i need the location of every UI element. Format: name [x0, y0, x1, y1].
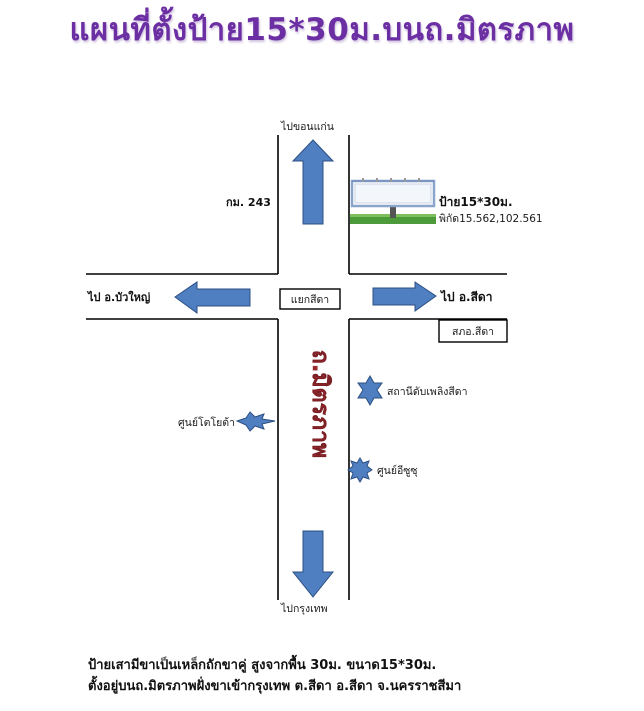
intersection-label-box [279, 288, 341, 310]
label-coordinates: พิกัด15.562,102.561 [439, 213, 543, 225]
police-station-box [438, 319, 508, 343]
label-to-sida: ไป อ.สีดา [439, 289, 492, 304]
arrow-left-icon [174, 281, 251, 314]
arrow-right-icon [372, 281, 437, 312]
label-to-khon-kaen: ไปขอนแก่น [280, 120, 334, 133]
label-to-bua-yai: ไป อ.บัวใหญ่ [86, 290, 150, 304]
isuzu-burst-icon [347, 457, 373, 483]
caption-line-1: ป้ายเสามีขาเป็นเหล็กถักขาคู่ สูงจากพื้น … [88, 658, 437, 673]
label-toyota-center: ศูนย์โตโยต้า [178, 416, 235, 429]
arrow-up-icon [291, 139, 335, 225]
label-intersection: แยกสีดา [291, 293, 329, 306]
fire-station-star-icon [357, 374, 383, 407]
label-isuzu-center: ศูนย์อีซูซุ [377, 464, 418, 477]
label-to-bangkok: ไปกรุงเทพ [280, 602, 328, 615]
arrow-down-icon [291, 530, 335, 598]
label-fire-station: สถานีดับเพลิงสีดา [387, 385, 468, 398]
label-billboard-size: ป้าย15*30ม. [439, 195, 513, 209]
location-map: ไปขอนแก่น กม. 243 ป้าย15*30ม. พิกัด15.56… [86, 120, 543, 615]
caption-text: ป้ายเสามีขาเป็นเหล็กถักขาคู่ สูงจากพื้น … [88, 655, 628, 697]
label-police-station: สภอ.สีดา [452, 325, 494, 338]
road-name-label: ถ.มิตรภาพ [307, 350, 333, 458]
toyota-burst-icon [235, 411, 276, 432]
page-title: แผนที่ตั้งป้าย15*30ม.บนถ.มิตรภาพ [69, 12, 575, 48]
road-lines [86, 135, 507, 600]
caption-line-2: ตั้งอยู่บนถ.มิตรภาพฝั่งขาเข้ากรุงเทพ ต.ส… [88, 679, 462, 694]
billboard-icon [350, 178, 436, 224]
label-km-243: กม. 243 [226, 196, 271, 209]
